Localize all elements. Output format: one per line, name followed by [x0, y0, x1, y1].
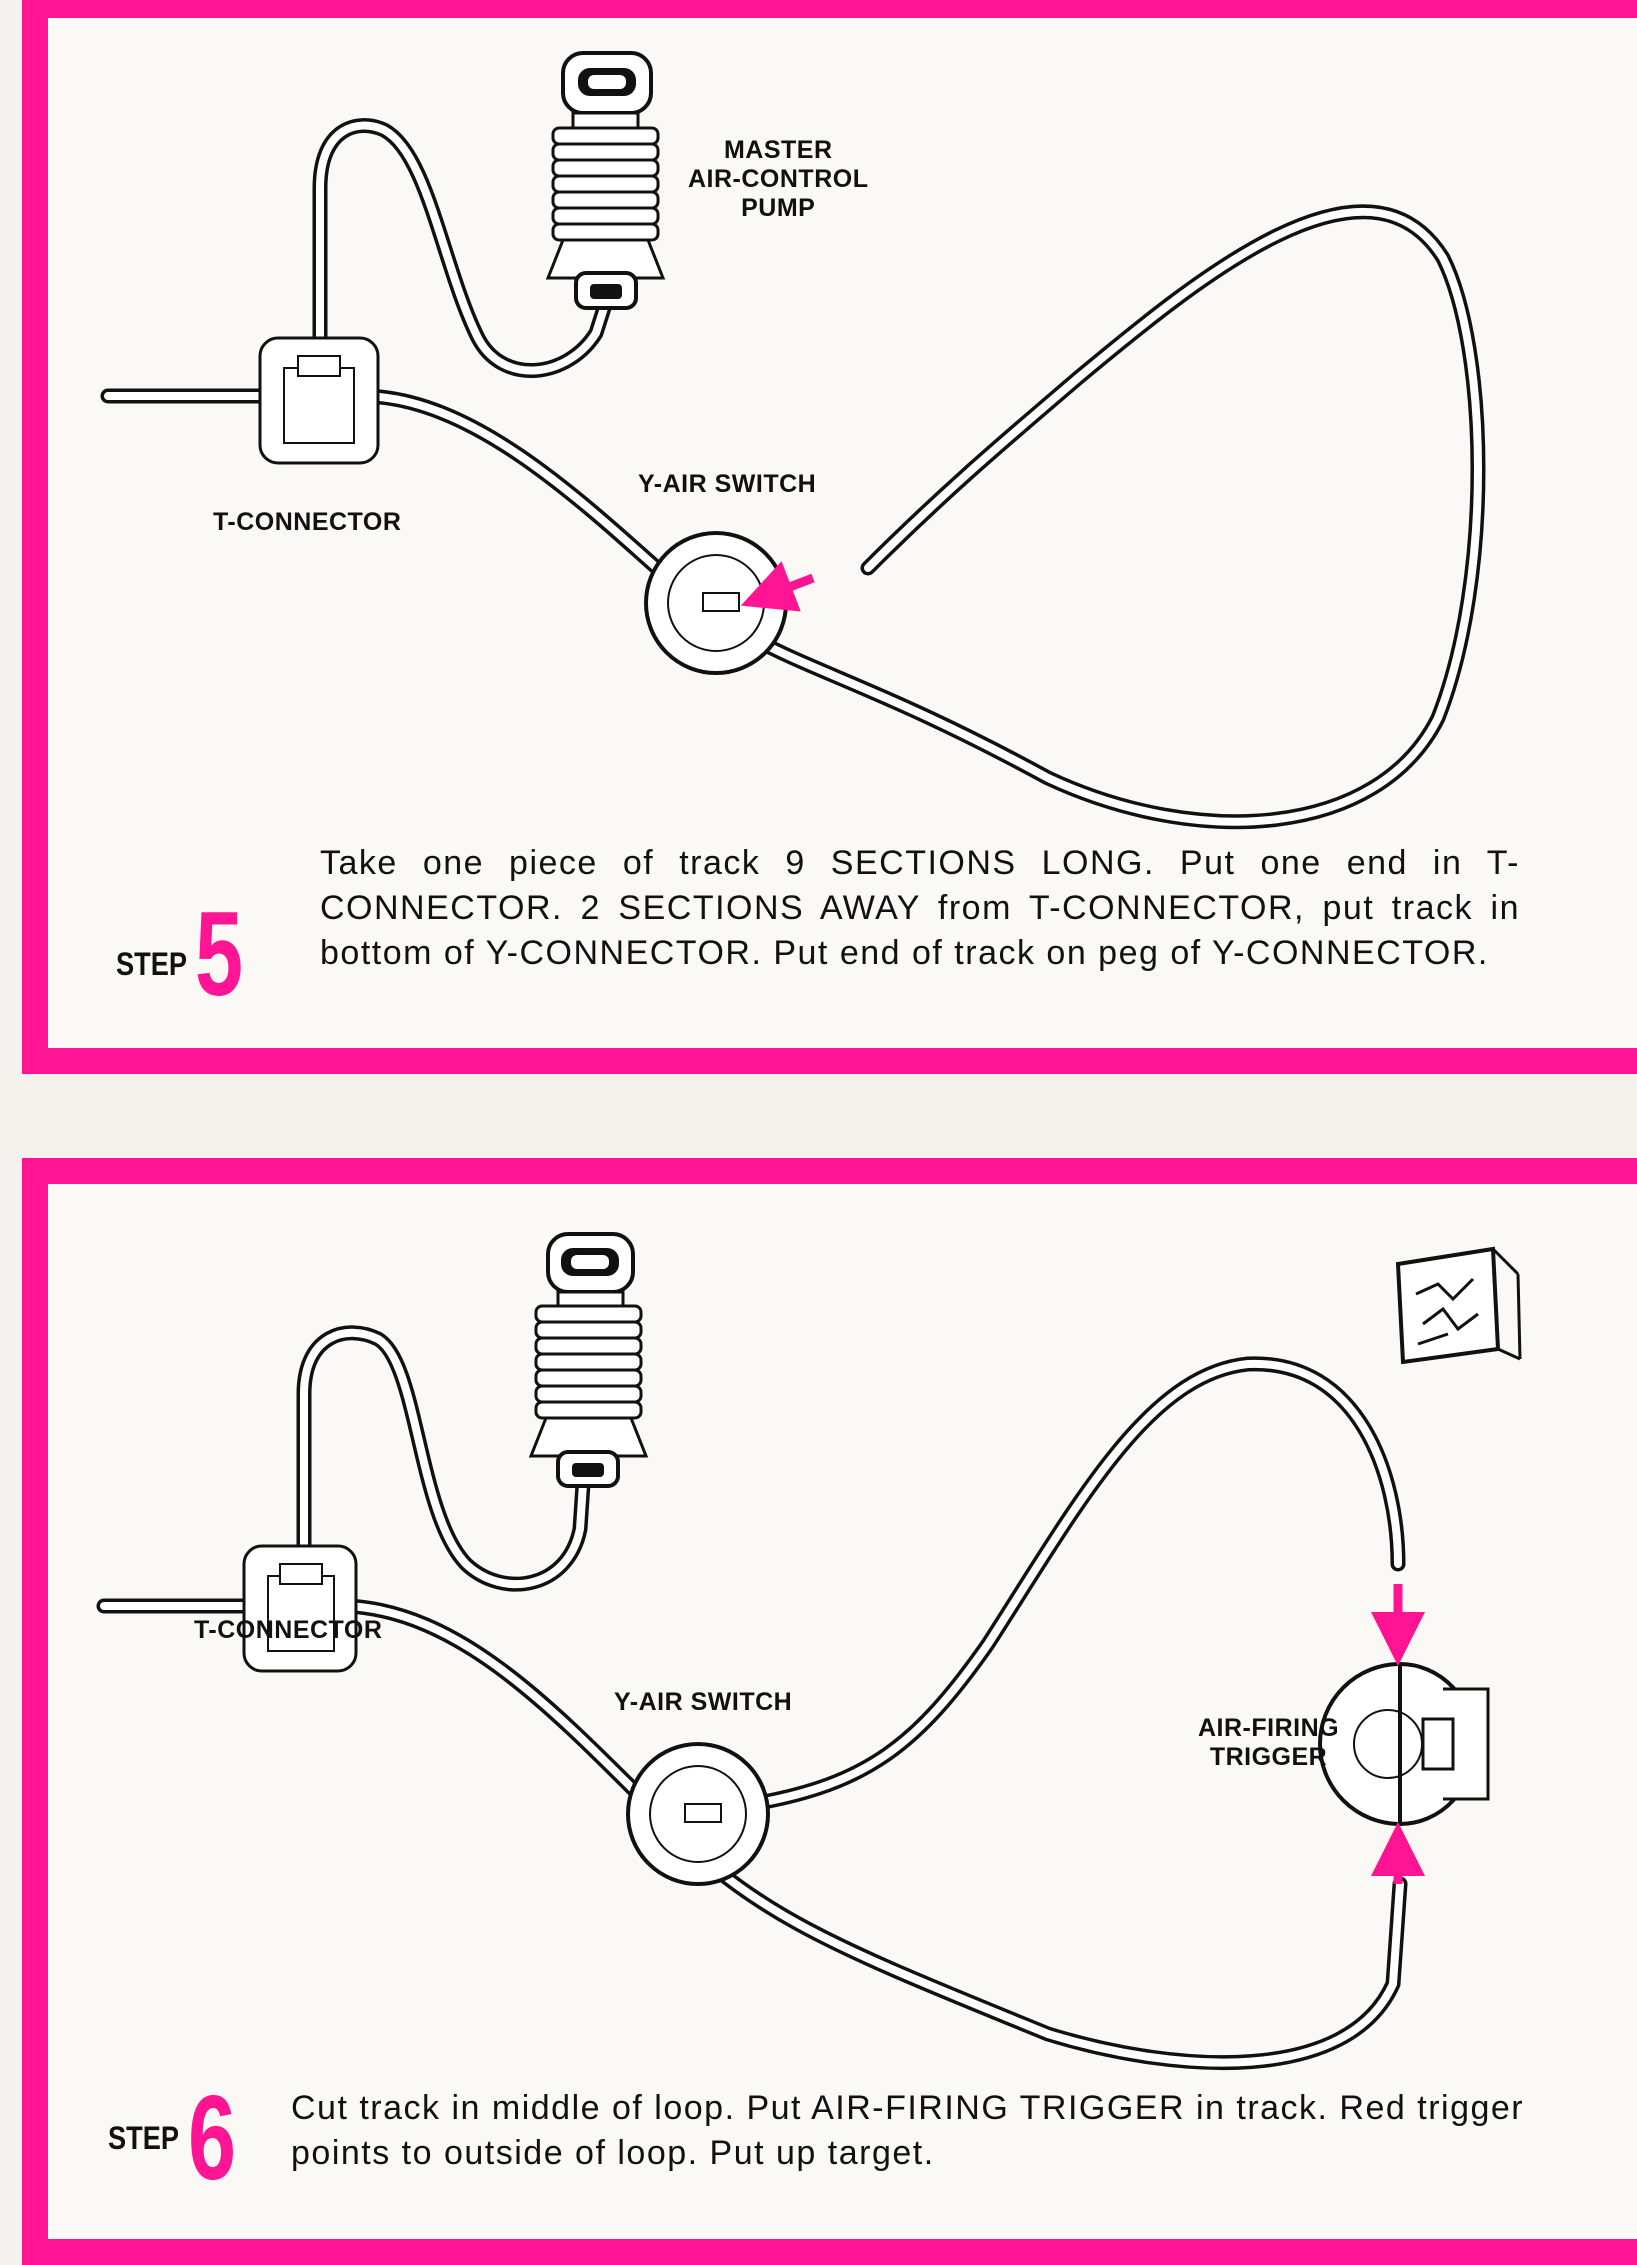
- air-pump-part: [528, 1232, 649, 1488]
- y-switch-part: [644, 531, 788, 675]
- t-connector-label: T-CONNECTOR: [213, 508, 402, 536]
- target-icon: [1395, 1246, 1522, 1365]
- insert-arrow: [740, 561, 815, 612]
- y-switch-label: Y-AIR SWITCH: [614, 1688, 793, 1716]
- air-firing-trigger-part: [1318, 1662, 1490, 1826]
- y-switch-part: [626, 1742, 770, 1886]
- y-switch-label: Y-AIR SWITCH: [638, 470, 817, 498]
- step-word: STEP: [116, 946, 188, 982]
- pump-label: MASTER AIR-CONTROL PUMP: [688, 136, 869, 222]
- step-instruction: Cut track in middle of loop. Put AIR-FIR…: [291, 2089, 1525, 2172]
- t-connector-part: [242, 1544, 358, 1673]
- step-5-panel: MASTER AIR-CONTROL PUMP T-CONNECTOR Y-AI…: [22, 0, 1637, 1074]
- trigger-label: AIR-FIRING TRIGGER: [1198, 1714, 1340, 1771]
- step-number: 5: [195, 887, 244, 1021]
- step-word: STEP: [108, 2120, 180, 2156]
- t-connector-part: [258, 336, 380, 465]
- step-6-diagram: [96, 1232, 1522, 2071]
- step-5-diagram: [100, 51, 1486, 830]
- step-instruction: Take one piece of track 9 SECTIONS LONG.…: [320, 844, 1520, 972]
- step-6-panel: T-CONNECTOR Y-AIR SWITCH AIR-FIRING TRIG…: [22, 1158, 1637, 2265]
- t-connector-label: T-CONNECTOR: [194, 1616, 383, 1644]
- step-number: 6: [188, 2071, 237, 2205]
- track-tubes: [96, 1325, 1408, 2071]
- air-pump-part: [545, 51, 666, 310]
